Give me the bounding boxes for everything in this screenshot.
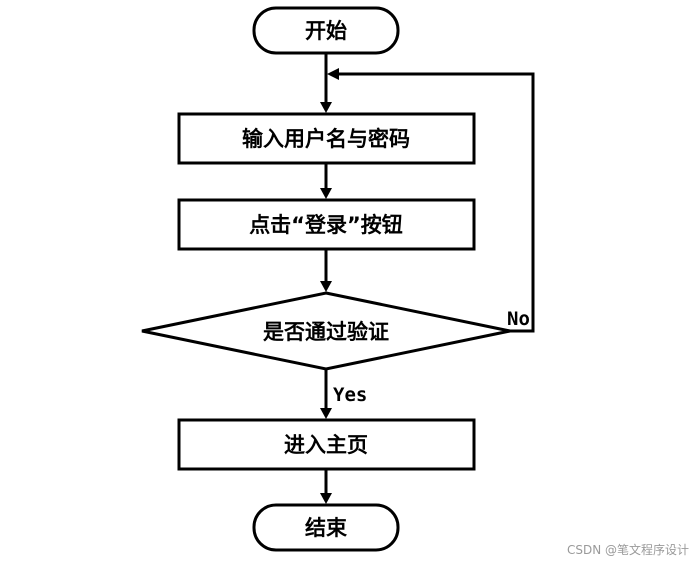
arrowhead-click (320, 188, 332, 199)
verify-label: 是否通过验证 (263, 320, 389, 344)
end-label: 结束 (305, 516, 348, 540)
edge-no-loop (338, 72, 535, 333)
no-label: No (507, 308, 530, 330)
yes-label: Yes (333, 384, 367, 406)
enter-home-label: 进入主页 (284, 433, 368, 457)
end-terminator (252, 503, 400, 552)
arrowhead-end (320, 493, 332, 504)
arrowhead-loop (327, 68, 339, 80)
arrowhead-input (320, 102, 332, 113)
watermark: CSDN @笔文程序设计 (566, 543, 689, 557)
process-enter-home (177, 418, 476, 471)
arrowhead-home (320, 408, 332, 419)
arrowhead-verify (320, 281, 332, 292)
input-credentials-label: 输入用户名与密码 (242, 127, 410, 151)
start-label: 开始 (305, 19, 347, 43)
click-login-label: 点击“登录”按钮 (249, 213, 403, 237)
process-input-credentials (177, 112, 476, 165)
